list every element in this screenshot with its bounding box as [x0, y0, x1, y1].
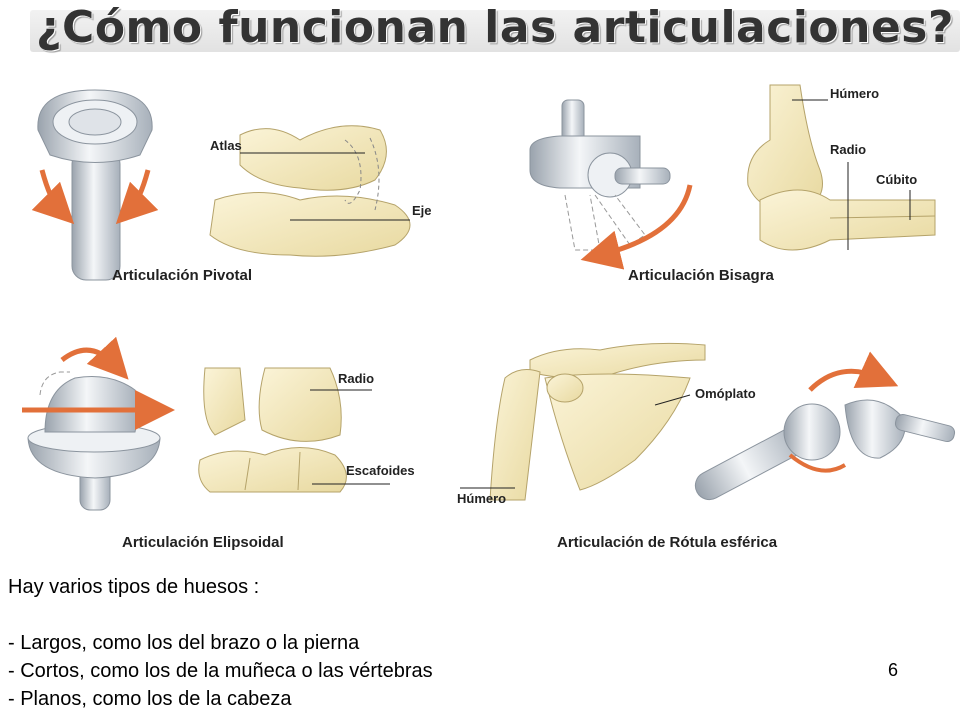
- ball-joint-panel: Omóplato Húmero Articulación de Rótula e…: [457, 342, 956, 551]
- shoulder-illustration: [489, 342, 706, 501]
- page-number: 6: [888, 660, 899, 680]
- hinge-model-illustration: [529, 99, 693, 270]
- ellipsoid-joint-panel: Radio Escafoides Articulación Elipsoidal: [22, 336, 415, 551]
- bone-types-text: Hay varios tipos de huesos : - Largos, c…: [8, 573, 433, 713]
- omoplato-leader-line: [654, 394, 691, 406]
- hinge-joint-panel: Húmero Radio Cúbito Articulación Bisagra: [529, 84, 936, 284]
- ellipsoid-model-illustration: [22, 336, 175, 511]
- ellipsoid-caption: Articulación Elipsoidal: [122, 534, 284, 551]
- elbow-illustration: [747, 84, 936, 251]
- page-title: ¿Cómo funcionan las articulaciones?: [30, 2, 960, 53]
- escafoides-label: Escafoides: [346, 463, 415, 478]
- humero-top-label: Húmero: [830, 86, 879, 101]
- radio-bottom-label: Radio: [338, 371, 374, 386]
- radio-top-label: Radio: [830, 142, 866, 157]
- humero-bottom-label: Húmero: [457, 491, 506, 506]
- bone-type-item: - Cortos, como los de la muñeca o las vé…: [8, 660, 433, 682]
- vertebrae-illustration: [209, 125, 411, 257]
- atlas-label: Atlas: [210, 138, 242, 153]
- hinge-caption: Articulación Bisagra: [628, 267, 775, 284]
- bone-type-item: - Largos, como los del brazo o la pierna: [8, 632, 360, 654]
- ball-socket-model-illustration: [694, 351, 956, 501]
- pivot-caption: Articulación Pivotal: [112, 267, 252, 284]
- bone-type-item: - Planos, como los de la cabeza: [8, 688, 292, 710]
- joints-diagram: Atlas Eje Articulación Pivotal Húmero Ra…: [22, 84, 956, 551]
- eje-label: Eje: [412, 203, 432, 218]
- wrist-illustration: [198, 367, 347, 493]
- spacer-line: [8, 601, 433, 629]
- bone-types-intro: Hay varios tipos de huesos :: [8, 576, 260, 598]
- pivot-joint-panel: Atlas Eje Articulación Pivotal: [31, 89, 432, 284]
- omoplato-label: Omóplato: [695, 386, 756, 401]
- ball-caption: Articulación de Rótula esférica: [557, 534, 778, 551]
- cubito-label: Cúbito: [876, 172, 917, 187]
- pivot-model-illustration: [31, 89, 159, 281]
